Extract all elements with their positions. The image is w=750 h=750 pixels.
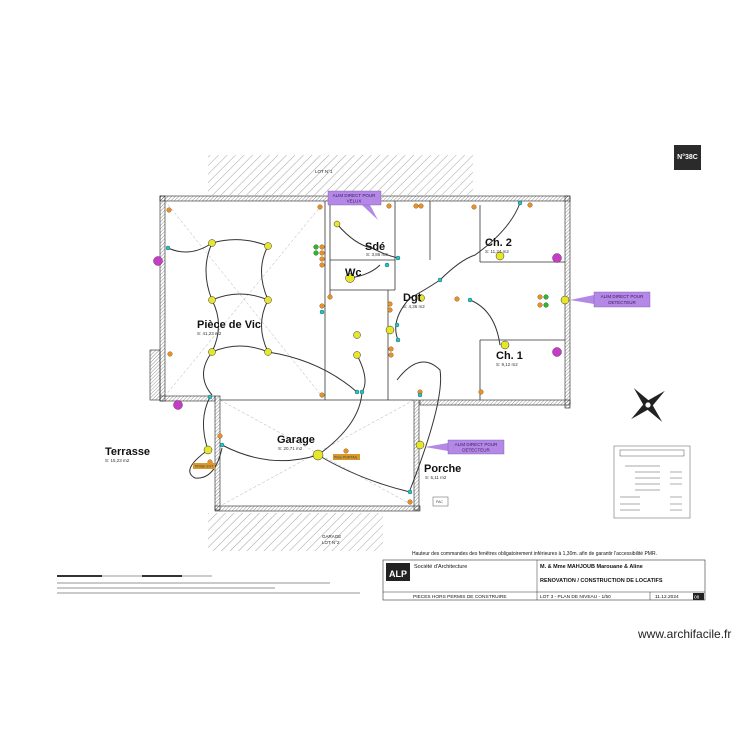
room-ch2: Ch. 2 [485,237,512,249]
prise-ext-label: PRISE EXT [195,465,214,469]
watermark: www.archifacile.fr [638,627,732,641]
pac-box [432,496,449,507]
legal-notes [57,575,360,594]
room-piece-de-vie: Pièce de Vic [197,319,261,331]
switch-points [165,200,523,495]
room-dgt-area: S: 4,36 m2 [403,304,425,309]
room-ch2-area: S: 11,24 m2 [485,249,509,254]
room-labels: Pièce de Vic S: 41,23 m2 Sdé S: 3,86 m2 … [105,237,523,480]
light-points [203,220,570,461]
pmr-note: Hauteur des commandes des fenêtres oblig… [412,551,657,557]
garage-lot-label-2: LOT N°2 [322,540,340,545]
svg-text:ALIM DIRECT POUR: ALIM DIRECT POUR [601,294,644,299]
alp-logo: ALP [389,569,407,579]
svg-text:DETECTEUR: DETECTEUR [608,300,636,305]
svg-text:ALIM DIRECT POUR: ALIM DIRECT POUR [333,193,376,198]
sheet-title: LOT 3 - PLAN DE NIVEAU - 1/50 [540,594,611,600]
client-name: M. & Mme MAHJOUB Marouane & Aline [540,564,643,570]
svg-text:DETECTEUR: DETECTEUR [462,448,490,453]
partitions [220,201,565,401]
room-porche-area: S: 5,11 m2 [425,475,447,480]
room-porche: Porche [424,463,461,475]
prise-ext-tag [193,463,215,469]
sheet-number: 08 [694,595,700,601]
socket-points [166,202,543,505]
room-sde: Sdé [365,241,385,253]
prise-portail-tag [333,454,360,460]
neighbour-lot-hatch [208,155,473,195]
vmc-points [153,253,562,410]
garage-lot2-hatch [208,513,383,551]
title-block: Hauteur des commandes des fenêtres oblig… [382,551,706,601]
room-ch1-area: S: 9,12 m2 [496,362,518,367]
prise-portail-label: Prise PORTAIL [334,456,358,460]
surface-table [613,445,691,519]
garage-lot-label-1: GARAGE [322,534,341,539]
lot-label: LOT N°1 [315,169,333,174]
electrical-devices [153,200,570,505]
room-garage-area: S: 20,71 m2 [278,446,303,451]
project-name: RENOVATION / CONSTRUCTION DE LOCATIFS [540,578,663,584]
room-terrasse-area: S: 15,23 m2 [105,458,130,463]
room-piece-de-vie-area: S: 41,23 m2 [197,331,222,336]
pac-label: PAC [436,500,443,504]
room-wc: Wc [345,267,362,279]
north-compass-icon [631,388,665,422]
green-points [313,244,549,308]
room-sde-area: S: 3,86 m2 [366,252,388,257]
plan-number-badge: N°38C [674,145,701,170]
callout-velux: ALIM DIRECT POUR VELUX [327,190,382,220]
room-ch1: Ch. 1 [496,350,523,362]
left-footer: PIECES HORS PERMIS DE CONSTRUIRE [413,594,507,600]
firm-name: Société d'Architecture [414,564,467,570]
callout-detecteur-east: ALIM DIRECT POUR DETECTEUR [570,291,651,308]
room-terrasse: Terrasse [105,446,150,458]
svg-text:ALIM DIRECT POUR: ALIM DIRECT POUR [455,442,498,447]
room-garage: Garage [277,434,315,446]
callout-detecteur-porche: ALIM DIRECT POUR DETECTEUR [425,439,505,455]
room-dgt: Dgt [403,292,422,304]
svg-text:VELUX: VELUX [347,199,362,204]
date: 11.12.2024 [655,594,679,600]
